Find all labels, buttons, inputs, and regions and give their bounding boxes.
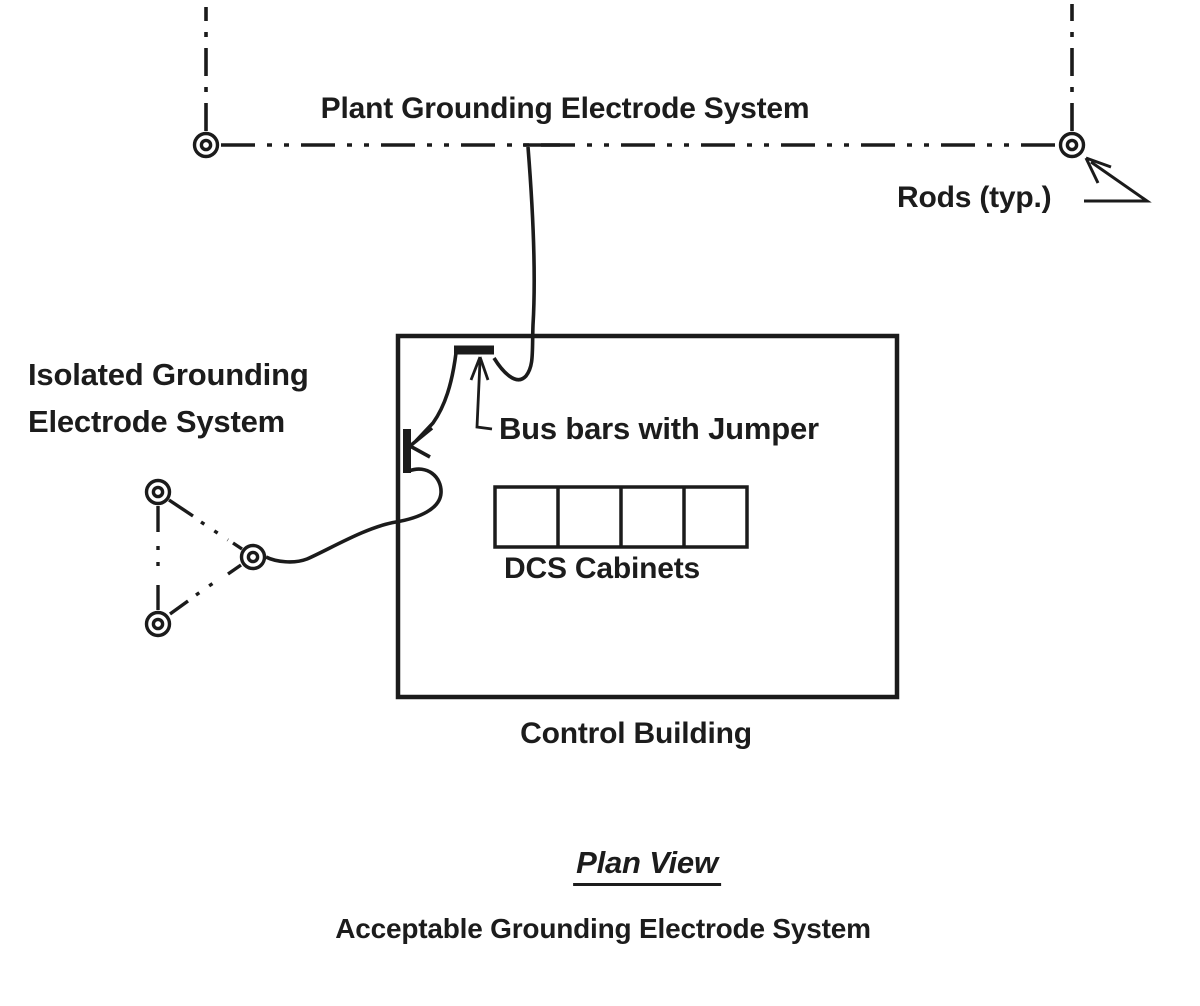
bus-bars-label: Bus bars with Jumper [499, 411, 819, 446]
dcs-cabinets-row [493, 485, 749, 549]
isolated-edge-bottom-right [169, 563, 242, 616]
bus-bars-leader-arrow [469, 356, 493, 431]
isolated-tap-conductor [265, 467, 443, 564]
isolated-system-label: Isolated Grounding Electrode System [28, 357, 309, 439]
plant-tap-conductor [492, 146, 536, 382]
ground-rod-isolated-right [239, 543, 267, 571]
dcs-cabinets-label: DCS Cabinets [504, 552, 700, 585]
rods-typ-label: Rods (typ.) [897, 181, 1052, 214]
ground-rod-plant-right [1058, 131, 1086, 159]
ground-rod-plant-left [192, 131, 220, 159]
control-building-label: Control Building [520, 717, 752, 750]
plant-system-label: Plant Grounding Electrode System [320, 92, 810, 125]
jumper-conductor [408, 352, 458, 459]
isolated-edge-top-right [168, 498, 243, 551]
control-building-outline [395, 333, 900, 700]
ground-rod-isolated-bottom [144, 610, 172, 638]
plan-view-label: Plan View [573, 845, 721, 886]
rods-leader-arrow [1084, 156, 1152, 203]
plan-view-text: Plan View [573, 845, 721, 886]
ground-rod-isolated-top [144, 478, 172, 506]
caption-label: Acceptable Grounding Electrode System [335, 913, 871, 944]
